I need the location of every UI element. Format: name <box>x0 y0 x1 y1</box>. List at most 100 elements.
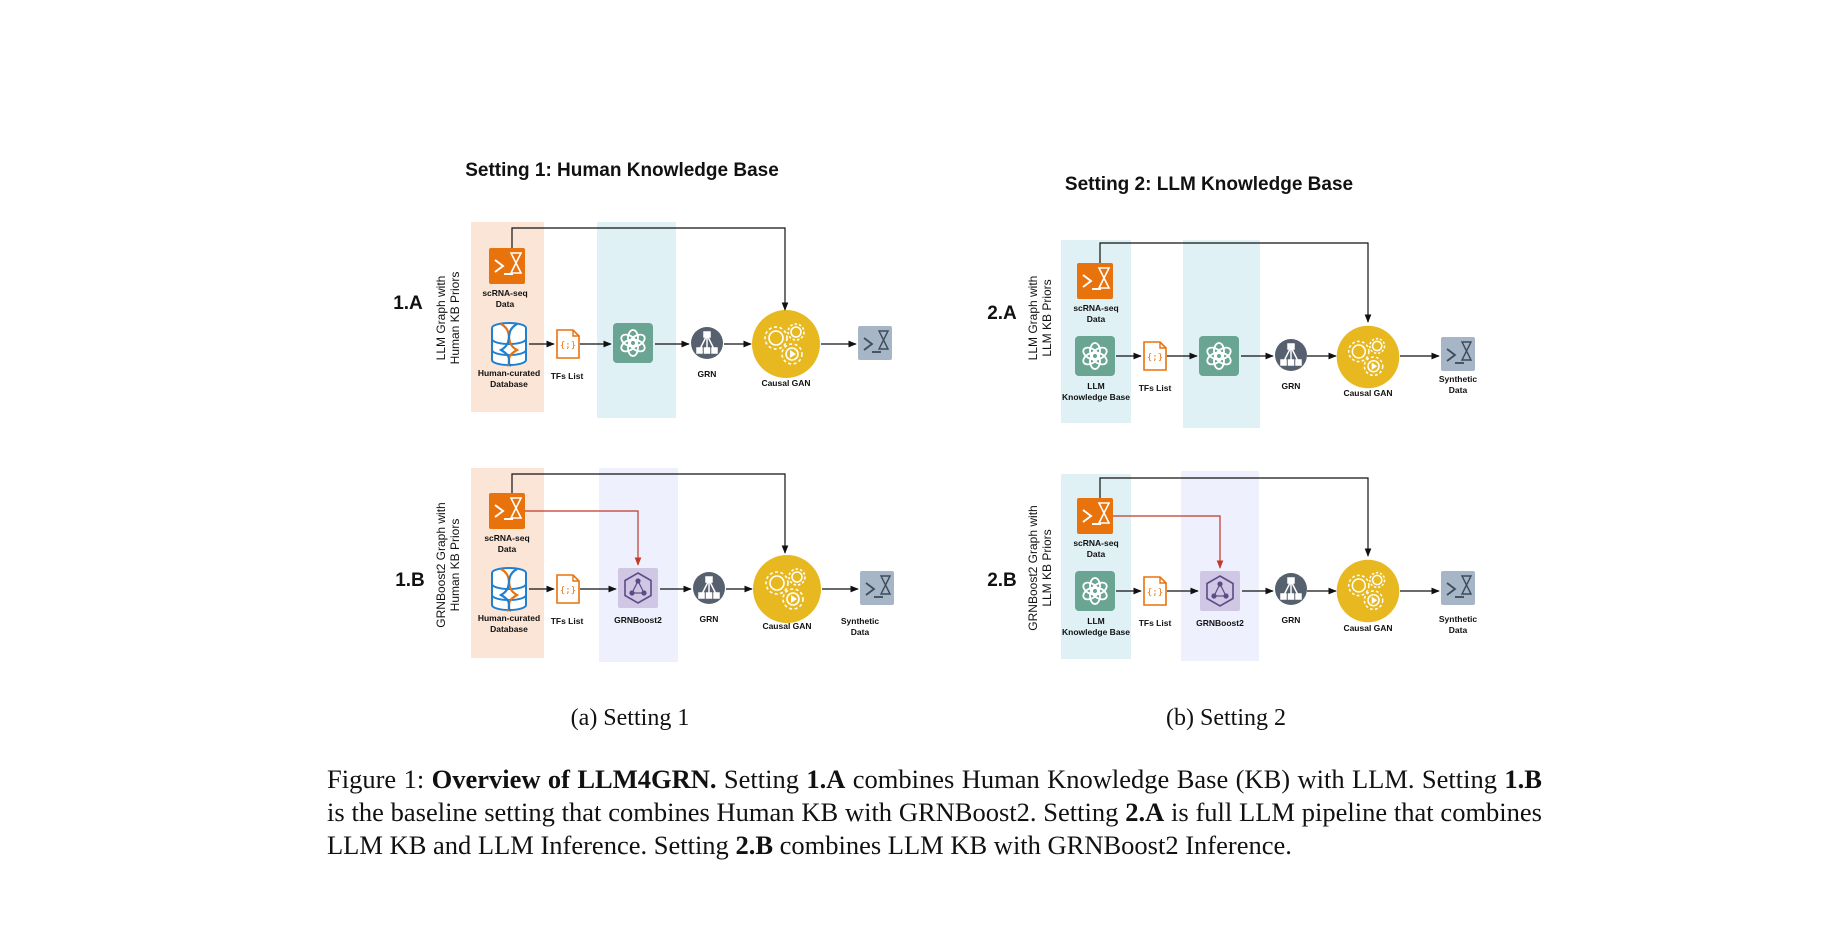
scrna-label-2: Data <box>1087 549 1106 559</box>
synthetic-label: Synthetic <box>841 616 880 626</box>
row-id-1b: 1.B <box>395 570 425 591</box>
llm-kb-label-2: Knowledge Base <box>1062 627 1130 637</box>
grn-label: GRN <box>1282 381 1301 391</box>
figure-caption: Figure 1: Overview of LLM4GRN. Setting 1… <box>327 763 1542 862</box>
synthetic-label: Synthetic <box>1439 374 1478 384</box>
scrna-label-2: Data <box>498 544 517 554</box>
database-icon <box>490 566 528 613</box>
llm-kb-label: LLM <box>1087 381 1104 391</box>
caption-bold: 1.B <box>1504 764 1542 794</box>
grnboost2-label: GRNBoost2 <box>614 615 662 625</box>
tfs-label: TFs List <box>551 616 584 626</box>
llm-band-1a <box>597 222 676 418</box>
red-arrow-2b <box>1113 515 1224 569</box>
llm-band-2a <box>1183 240 1260 428</box>
caption-text: is the baseline setting that combines Hu… <box>327 797 1126 827</box>
gan-label: Causal GAN <box>1343 623 1392 633</box>
llm-kb-icon <box>1074 335 1116 377</box>
db-label: Human-curated <box>478 613 540 623</box>
grn-label: GRN <box>1282 615 1301 625</box>
scrna-label: scRNA-seq <box>484 533 529 543</box>
caption-bold: 1.A <box>806 764 846 794</box>
scrna-label-2: Data <box>1087 314 1106 324</box>
svg-text:LLM KB Priors: LLM KB Priors <box>1040 279 1054 356</box>
scrna-label-2: Data <box>496 299 515 309</box>
scrna-label: scRNA-seq <box>1073 303 1118 313</box>
synthetic-data-icon <box>857 325 893 361</box>
svg-text:Human KB Priors: Human KB Priors <box>448 272 462 365</box>
subcaption-a: (a) Setting 1 <box>571 705 690 731</box>
svg-text:GRNBoost2 Graph with: GRNBoost2 Graph with <box>434 502 448 627</box>
synthetic-data-icon <box>1440 570 1476 606</box>
tfs-label: TFs List <box>1139 618 1172 628</box>
tfs-list-icon <box>1143 341 1167 371</box>
grn-icon <box>690 326 724 360</box>
caption-bold: 2.A <box>1125 797 1165 827</box>
scrna-label: scRNA-seq <box>482 288 527 298</box>
setting2-title: Setting 2: LLM Knowledge Base <box>1065 174 1353 195</box>
causal-gan-icon <box>1335 558 1401 624</box>
grn-icon <box>1274 338 1308 372</box>
db-label-2: Database <box>490 379 528 389</box>
svg-text:LLM Graph with: LLM Graph with <box>1026 276 1040 361</box>
database-icon <box>490 321 528 368</box>
arrows-2b <box>1099 477 1440 595</box>
synthetic-label-2: Data <box>851 627 870 637</box>
db-label-2: Database <box>490 624 528 634</box>
scrna-label: scRNA-seq <box>1073 538 1118 548</box>
gan-label: Causal GAN <box>762 621 811 631</box>
grnboost2-label: GRNBoost2 <box>1196 618 1244 628</box>
svg-text:GRNBoost2 Graph with: GRNBoost2 Graph with <box>1026 505 1040 630</box>
synthetic-label-2: Data <box>1449 625 1468 635</box>
causal-gan-icon <box>751 309 821 379</box>
tfs-label: TFs List <box>1139 383 1172 393</box>
causal-gan-icon <box>1335 324 1401 390</box>
tfs-label: TFs List <box>551 371 584 381</box>
causal-gan-icon <box>752 554 822 624</box>
scrna-seq-icon <box>1076 497 1114 535</box>
setting1-title: Setting 1: Human Knowledge Base <box>465 160 779 181</box>
caption-text: combines Human Knowledge Base (KB) with … <box>845 764 1505 794</box>
grn-icon <box>692 571 726 605</box>
grnboost2-icon <box>617 567 659 609</box>
red-arrow-1b <box>525 510 642 566</box>
synthetic-data-icon <box>859 570 895 606</box>
subcaption-b: (b) Setting 2 <box>1166 705 1286 731</box>
llm-kb-label-2: Knowledge Base <box>1062 392 1130 402</box>
grnboost2-icon <box>1199 570 1241 612</box>
scrna-seq-icon <box>488 492 526 530</box>
caption-text: is full LLM pipeline that combines LLM K… <box>327 797 1542 860</box>
synthetic-label: Synthetic <box>1439 614 1478 624</box>
synthetic-data-icon <box>1440 336 1476 372</box>
row-side-label-2b: GRNBoost2 Graph with LLM KB Priors <box>1026 505 1054 630</box>
svg-text:LLM Graph with: LLM Graph with <box>434 276 448 361</box>
caption-bold: 2.B <box>735 830 773 860</box>
grn-icon <box>1274 572 1308 606</box>
scrna-seq-icon <box>488 247 526 285</box>
row-side-label-1b: GRNBoost2 Graph with Human KB Priors <box>434 502 462 627</box>
grn-label: GRN <box>700 614 719 624</box>
llm-icon <box>612 322 654 364</box>
tfs-list-icon <box>1143 576 1167 606</box>
llm-kb-label: LLM <box>1087 616 1104 626</box>
arrows-2a <box>1099 242 1440 360</box>
synthetic-label-2: Data <box>1449 385 1468 395</box>
row-id-1a: 1.A <box>393 293 423 314</box>
gan-label: Causal GAN <box>1343 388 1392 398</box>
caption-title: Overview of LLM4GRN. <box>431 764 717 794</box>
row-id-2b: 2.B <box>987 570 1017 591</box>
gan-label: Causal GAN <box>761 378 810 388</box>
arrows-1a <box>511 227 857 348</box>
caption-text: Setting <box>716 764 807 794</box>
arrows-1b <box>511 473 859 593</box>
db-label: Human-curated <box>478 368 540 378</box>
row-side-label-1a: LLM Graph with Human KB Priors <box>434 272 462 365</box>
caption-text: combines LLM KB with GRNBoost2 Inference… <box>773 830 1292 860</box>
row-side-label-2a: LLM Graph with LLM KB Priors <box>1026 276 1054 361</box>
row-id-2a: 2.A <box>987 303 1017 324</box>
caption-label: Figure 1: <box>327 764 432 794</box>
llm-kb-icon <box>1074 570 1116 612</box>
tfs-list-icon <box>556 574 580 604</box>
scrna-seq-icon <box>1076 262 1114 300</box>
